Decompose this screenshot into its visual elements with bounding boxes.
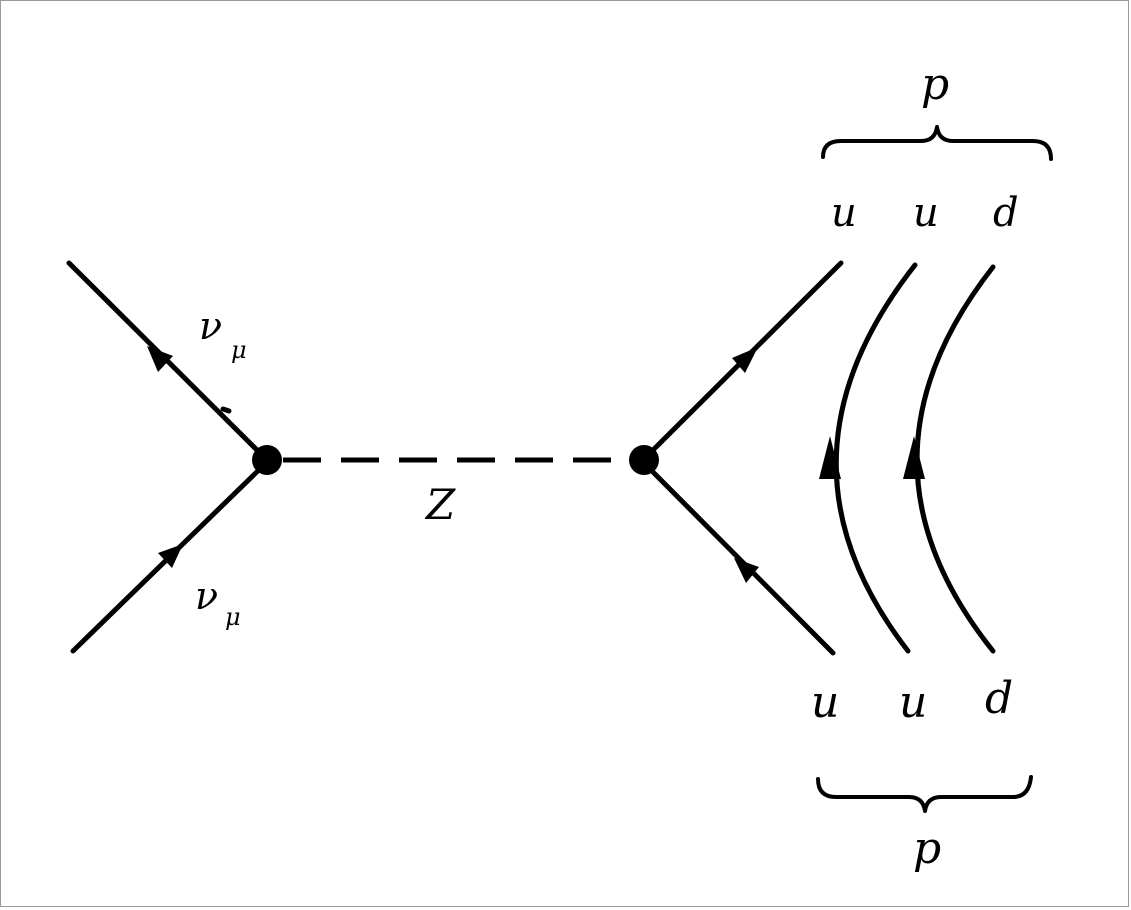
- tick-mark: [220, 406, 232, 414]
- top-quark-2-label: u: [913, 190, 939, 236]
- spectator-u-arrow-icon: [819, 436, 841, 479]
- incoming-quark-arrow-icon: [734, 558, 759, 583]
- proton-top-label: p: [921, 59, 949, 110]
- z-boson-label: Z: [424, 480, 456, 529]
- left-vertex: [252, 445, 282, 475]
- top-quark-3-label: d: [993, 190, 1019, 236]
- spectator-quark-d-arc: [914, 264, 996, 654]
- top-quark-1-label: u: [831, 190, 857, 236]
- spectator-quark-u-arc: [833, 262, 918, 654]
- incoming-quark-line: [641, 460, 836, 656]
- top-proton-brace: [821, 125, 1053, 161]
- neutrino-bottom-subscript: μ: [225, 603, 241, 631]
- neutrino-top-subscript: μ: [231, 336, 247, 364]
- outgoing-quark-arrow-icon: [732, 347, 758, 373]
- bottom-quark-3-label: d: [985, 673, 1013, 724]
- neutrino-top-arrow-icon: [147, 346, 173, 372]
- bottom-quark-2-label: u: [899, 677, 927, 728]
- neutrino-top-label: ν: [199, 304, 222, 348]
- bottom-quark-1-label: u: [811, 677, 839, 728]
- bottom-proton-brace: [816, 775, 1033, 813]
- neutrino-bottom-arrow-icon: [158, 544, 183, 568]
- spectator-d-arrow-icon: [903, 436, 925, 479]
- proton-bottom-label: p: [913, 823, 941, 874]
- neutrino-bottom-label: ν: [195, 574, 218, 618]
